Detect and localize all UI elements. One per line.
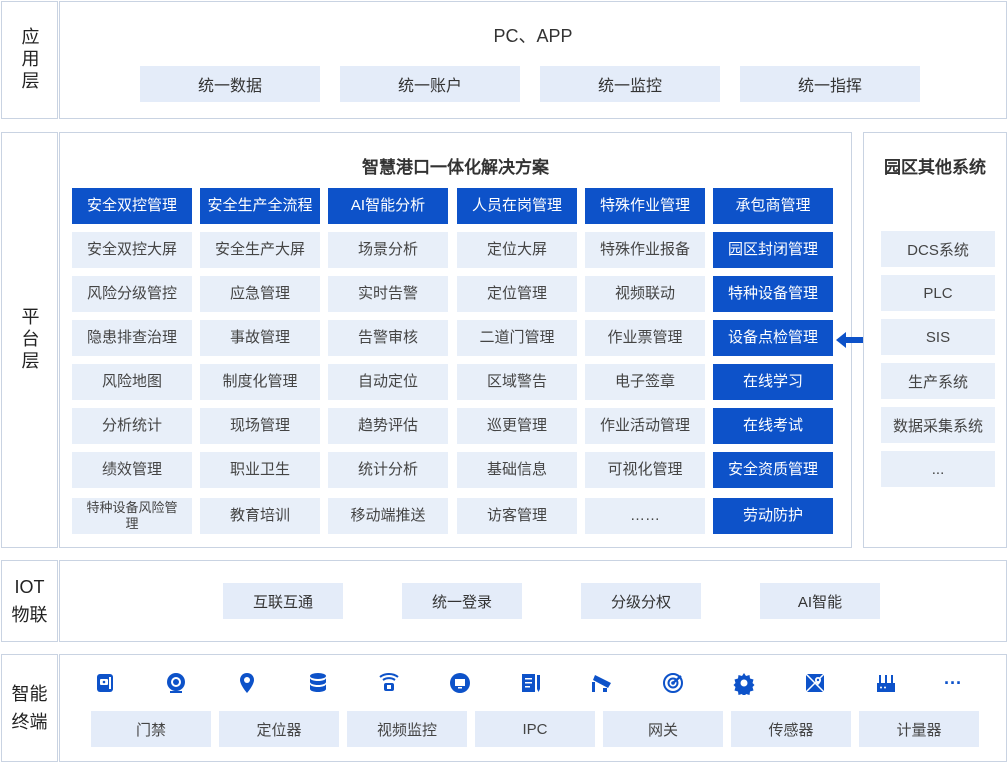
terminal-layer-label-box [1, 654, 58, 762]
module-item: 巡更管理 [457, 408, 577, 444]
module-item: 园区封闭管理 [713, 232, 833, 268]
device-meter: 计量器 [859, 711, 979, 747]
other-item-plc: PLC [881, 275, 995, 311]
module-item: 趋势评估 [328, 408, 448, 444]
module-header: 承包商管理 [713, 188, 833, 224]
module-item: 风险分级管控 [72, 276, 192, 312]
router-icon [873, 670, 899, 696]
module-item: 教育培训 [200, 498, 320, 534]
module-item: 安全资质管理 [713, 452, 833, 488]
module-item: 特种设备管理 [713, 276, 833, 312]
gear-icon [731, 670, 757, 696]
other-item-production: 生产系统 [881, 363, 995, 399]
module-item: 风险地图 [72, 364, 192, 400]
app-layer-label-box [1, 1, 58, 119]
module-item: 实时告警 [328, 276, 448, 312]
platform-layer-label: 平台层 [19, 307, 40, 373]
module-item: 事故管理 [200, 320, 320, 356]
module-item: 安全生产大屏 [200, 232, 320, 268]
iot-layer-label: IOT 物联 [1, 560, 58, 642]
module-item: 隐患排查治理 [72, 320, 192, 356]
app-item-unified-data: 统一数据 [140, 66, 320, 102]
module-item: 告警审核 [328, 320, 448, 356]
more-icon: ··· [944, 672, 962, 693]
iot-layer-label-box [1, 560, 58, 642]
module-item: 二道门管理 [457, 320, 577, 356]
module-item: 安全双控大屏 [72, 232, 192, 268]
sensor-wave-icon [376, 670, 402, 696]
device-sensor: 传感器 [731, 711, 851, 747]
other-item-dcs: DCS系统 [881, 231, 995, 267]
map-icon [802, 670, 828, 696]
module-item: 场景分析 [328, 232, 448, 268]
access-control-icon [92, 670, 118, 696]
module-header: 安全双控管理 [72, 188, 192, 224]
app-layer-label: 应用层 [19, 27, 40, 93]
module-item: 区域警告 [457, 364, 577, 400]
device-gateway: 网关 [603, 711, 723, 747]
module-item: 在线学习 [713, 364, 833, 400]
double-arrow-icon [836, 330, 882, 350]
location-pin-icon [234, 670, 260, 696]
document-pen-icon [518, 670, 544, 696]
module-item: 作业活动管理 [585, 408, 705, 444]
device-video-monitor: 视频监控 [347, 711, 467, 747]
module-item: 分析统计 [72, 408, 192, 444]
terminal-layer-label-line1: 智能 [11, 684, 48, 704]
app-item-unified-monitor: 统一监控 [540, 66, 720, 102]
module-item: 制度化管理 [200, 364, 320, 400]
module-item: 特殊作业报备 [585, 232, 705, 268]
terminal-layer-label-line2: 终端 [11, 712, 48, 732]
module-item: 定位大屏 [457, 232, 577, 268]
module-item: 视频联动 [585, 276, 705, 312]
module-header: 人员在岗管理 [457, 188, 577, 224]
camera-dome-icon [163, 670, 189, 696]
other-item-data-collection: 数据采集系统 [881, 407, 995, 443]
app-item-unified-account: 统一账户 [340, 66, 520, 102]
device-locator: 定位器 [219, 711, 339, 747]
module-item: 定位管理 [457, 276, 577, 312]
iot-item-unified-login: 统一登录 [402, 583, 522, 619]
device-ipc: IPC [475, 711, 595, 747]
module-item: 劳动防护 [713, 498, 833, 534]
monitor-icon [447, 670, 473, 696]
cctv-camera-icon [589, 670, 615, 696]
module-item: 应急管理 [200, 276, 320, 312]
module-item: 作业票管理 [585, 320, 705, 356]
other-item-more: ... [881, 451, 995, 487]
platform-title: 智慧港口一体化解决方案 [362, 158, 549, 177]
iot-layer-label-line2: 物联 [11, 605, 48, 625]
iot-item-interconnect: 互联互通 [223, 583, 343, 619]
module-item: 可视化管理 [585, 452, 705, 488]
app-title: PC、APP [493, 26, 573, 46]
platform-layer-label-box [1, 132, 58, 548]
module-item: 电子签章 [585, 364, 705, 400]
module-item: 统计分析 [328, 452, 448, 488]
module-item: 在线考试 [713, 408, 833, 444]
device-access-control: 门禁 [91, 711, 211, 747]
module-item: 基础信息 [457, 452, 577, 488]
other-systems-title: 园区其他系统 [884, 158, 986, 177]
module-item: 自动定位 [328, 364, 448, 400]
module-item: 现场管理 [200, 408, 320, 444]
module-header: 安全生产全流程 [200, 188, 320, 224]
radar-icon [660, 670, 686, 696]
other-item-sis: SIS [881, 319, 995, 355]
module-item: 访客管理 [457, 498, 577, 534]
module-item: 移动端推送 [328, 498, 448, 534]
module-item: 设备点检管理 [713, 320, 833, 356]
module-item: …… [585, 498, 705, 534]
module-header: AI智能分析 [328, 188, 448, 224]
module-header: 特殊作业管理 [585, 188, 705, 224]
module-item: 特种设备风险管理 [72, 498, 192, 534]
iot-layer-label-line1: IOT [14, 577, 45, 597]
iot-item-ai: AI智能 [760, 583, 880, 619]
module-item: 职业卫生 [200, 452, 320, 488]
module-item: 绩效管理 [72, 452, 192, 488]
iot-item-graded-auth: 分级分权 [581, 583, 701, 619]
app-item-unified-command: 统一指挥 [740, 66, 920, 102]
terminal-layer-label: 智能 终端 [1, 654, 58, 762]
database-icon [305, 670, 331, 696]
